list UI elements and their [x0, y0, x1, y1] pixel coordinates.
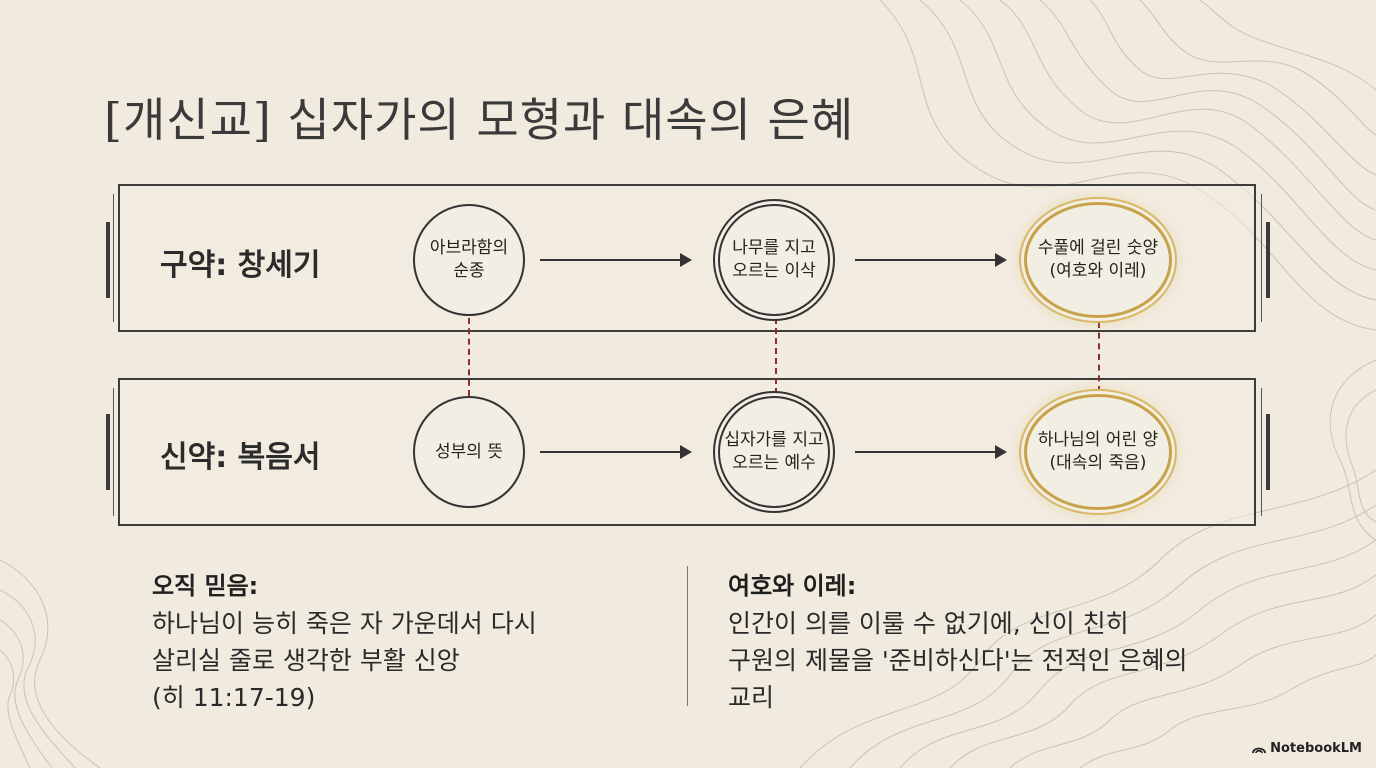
note-heading: 오직 믿음: — [152, 572, 259, 600]
node-label: 수풀에 걸린 숫양 (여호와 이레) — [1037, 238, 1159, 281]
node-label: 십자가를 지고 오르는 예수 — [724, 430, 824, 473]
notes-divider — [687, 566, 688, 706]
arrow-right — [855, 445, 1007, 459]
node-label: 하나님의 어린 양 (대속의 죽음) — [1037, 430, 1159, 473]
scroll-edge-right — [1261, 194, 1262, 322]
scroll-edge-left — [113, 388, 114, 516]
page-title: [개신교] 십자가의 모형과 대속의 은혜 — [104, 93, 855, 147]
node-label: 아브라함의 순종 — [429, 238, 509, 281]
scroll-handle-left — [106, 222, 110, 298]
brand-label: NotebookLM — [1270, 741, 1362, 756]
row-label-new-testament: 신약: 복음서 — [160, 440, 321, 475]
note-sola-fide: 오직 믿음: 하나님이 능히 죽은 자 가운데서 다시 살리실 줄로 생각한 부… — [152, 566, 537, 716]
typology-link-1 — [468, 318, 470, 396]
arrow-right — [540, 445, 692, 459]
node-jesus-carrying-cross: 십자가를 지고 오르는 예수 — [718, 396, 830, 508]
note-body: 인간이 의를 이룰 수 없기에, 신이 친히 구원의 제물을 '준비하신다'는 … — [728, 609, 1188, 712]
note-body: 하나님이 능히 죽은 자 가운데서 다시 살리실 줄로 생각한 부활 신앙 (히… — [152, 609, 537, 712]
row-label-old-testament: 구약: 창세기 — [160, 248, 321, 283]
note-heading: 여호와 이레: — [728, 572, 857, 600]
typology-link-2 — [775, 318, 777, 394]
scroll-edge-right — [1261, 388, 1262, 516]
arrow-right — [540, 253, 692, 267]
node-lamb-of-god: 하나님의 어린 양 (대속의 죽음) — [1024, 394, 1172, 510]
node-father-will: 성부의 뜻 — [413, 396, 525, 508]
scroll-handle-right — [1266, 414, 1270, 490]
typology-link-3 — [1098, 322, 1100, 392]
note-jehovah-jireh: 여호와 이레: 인간이 의를 이룰 수 없기에, 신이 친히 구원의 제물을 '… — [728, 566, 1188, 716]
node-ram-in-thicket: 수풀에 걸린 숫양 (여호와 이레) — [1024, 202, 1172, 318]
node-label: 나무를 지고 오르는 이삭 — [732, 238, 816, 281]
scroll-handle-left — [106, 414, 110, 490]
node-label: 성부의 뜻 — [435, 441, 503, 462]
node-isaac-carrying-wood: 나무를 지고 오르는 이삭 — [718, 204, 830, 316]
notebooklm-logo-icon — [1252, 747, 1267, 753]
scroll-edge-left — [113, 194, 114, 322]
node-abraham-obedience: 아브라함의 순종 — [413, 204, 525, 316]
scroll-handle-right — [1266, 222, 1270, 298]
brand-watermark: NotebookLM — [1252, 741, 1362, 756]
arrow-right — [855, 253, 1007, 267]
